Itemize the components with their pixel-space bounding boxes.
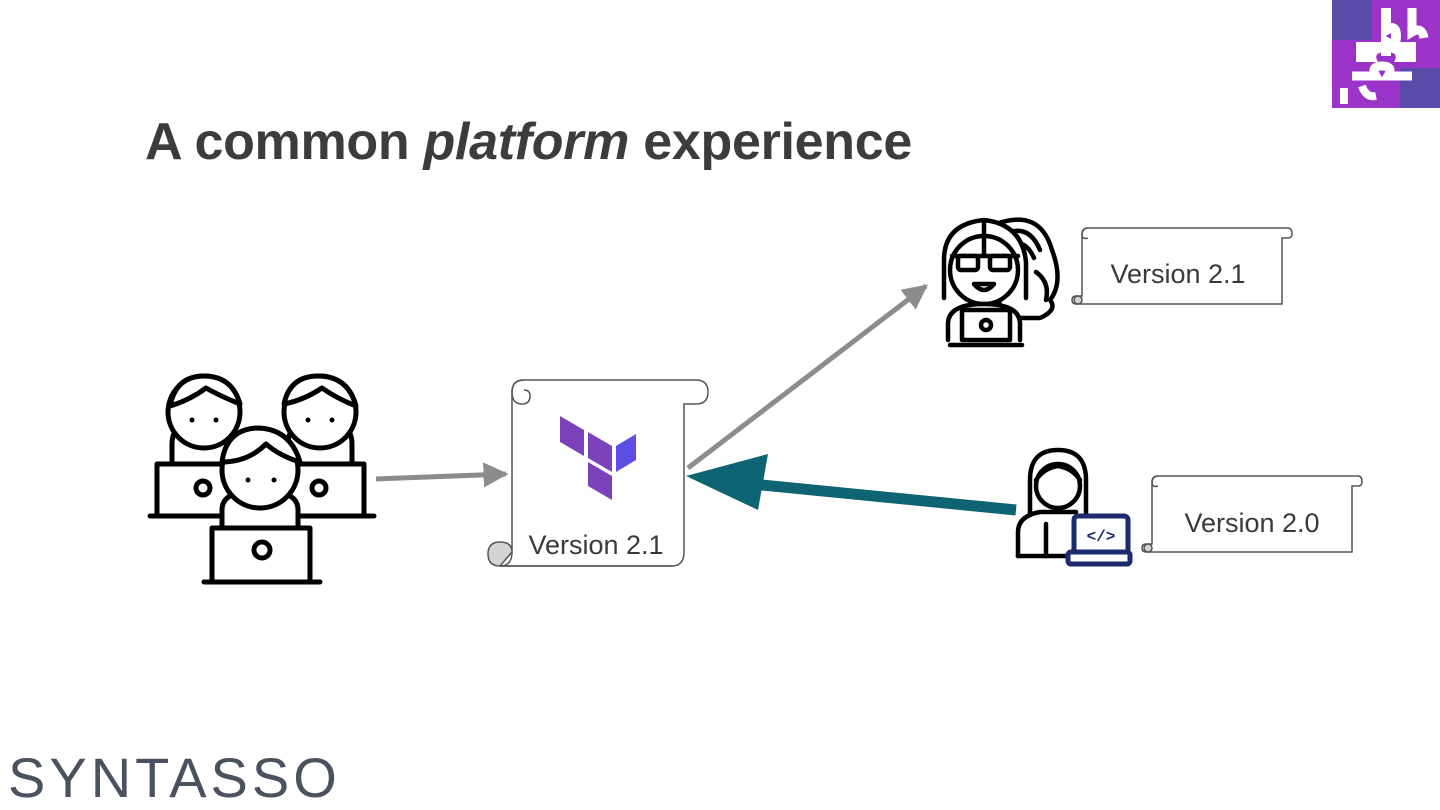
developer-woman-icon: [941, 217, 1060, 348]
consumer-bottom-scroll: [1141, 475, 1363, 553]
syntasso-puzzle-logo: [1332, 0, 1440, 108]
brand-wordmark: SYNTASSO: [8, 746, 341, 809]
center-scroll-label: Version 2.1: [528, 530, 663, 560]
slide-title: A common platform experience: [145, 112, 912, 172]
developer-laptop-icon: </>: [1015, 447, 1133, 567]
svg-text:</>: </>: [1087, 528, 1116, 546]
team-icon: [147, 373, 377, 585]
center-scroll: [487, 379, 709, 567]
consumer-bottom-label: Version 2.0: [1184, 508, 1319, 538]
consumer-top-scroll: [1071, 227, 1293, 305]
title-emphasis: platform: [423, 113, 630, 171]
arrow-consumer-bottom-to-module: [686, 454, 1017, 516]
arrow-team-to-module: [375, 462, 509, 488]
terraform-icon: [560, 416, 636, 500]
consumer-top-label: Version 2.1: [1110, 259, 1245, 289]
title-after: experience: [629, 113, 913, 171]
arrow-module-to-consumer-top: [686, 284, 928, 470]
title-before: A common: [145, 113, 424, 171]
